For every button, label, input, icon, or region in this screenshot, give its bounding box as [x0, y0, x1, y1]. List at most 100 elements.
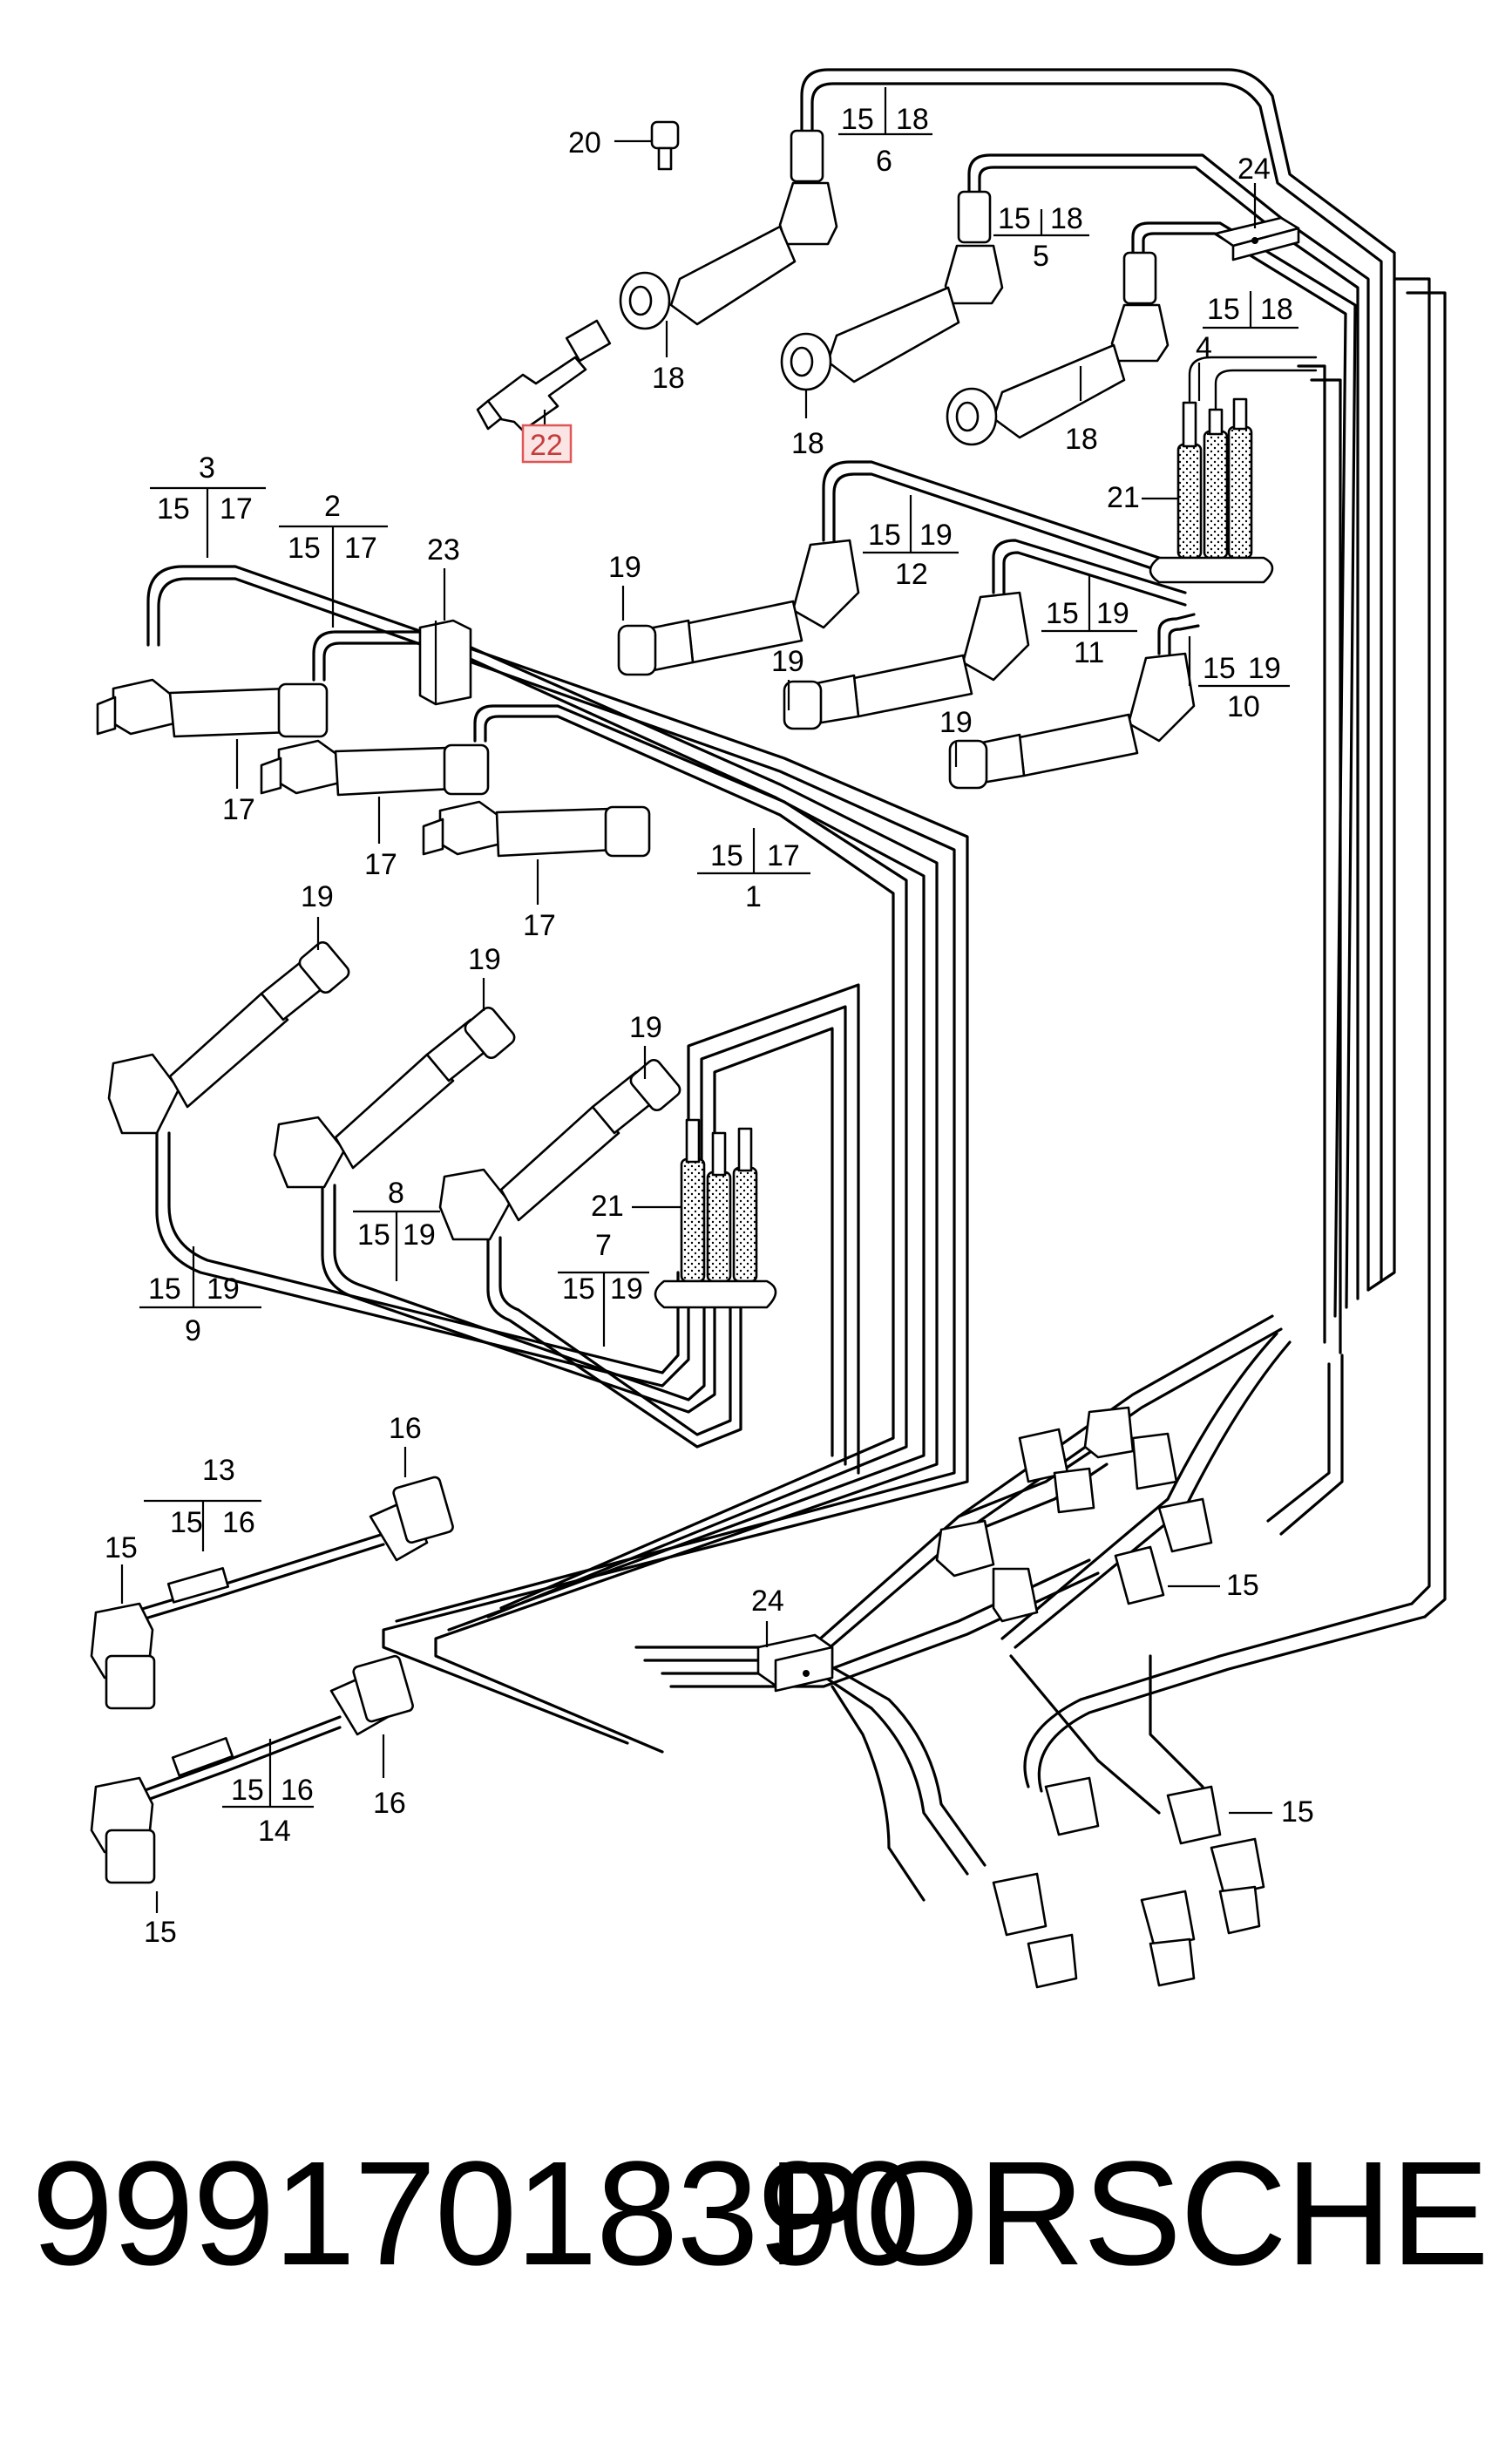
label-10: 10	[1227, 690, 1260, 723]
coil-boot-19-a	[617, 539, 860, 676]
coil-boot-18-a	[619, 129, 838, 330]
label-19: 19	[939, 706, 973, 739]
coil-boot-19-d	[107, 940, 350, 1135]
label-15: 15	[562, 1272, 595, 1306]
label-24: 24	[751, 1585, 784, 1618]
label-19: 19	[1096, 597, 1129, 630]
label-23: 23	[427, 533, 460, 567]
label-19: 19	[771, 645, 804, 678]
label-19: 19	[468, 943, 501, 976]
label-6: 6	[876, 145, 892, 178]
label-15: 15	[148, 1272, 181, 1306]
label-15: 15	[157, 492, 190, 526]
coil-boot-17-b	[260, 739, 490, 797]
label-19: 19	[403, 1218, 436, 1252]
label-17: 17	[767, 839, 800, 872]
label-18: 18	[652, 362, 685, 395]
label-15: 15	[841, 103, 874, 136]
label-15: 15	[710, 839, 743, 872]
label-19: 19	[629, 1011, 662, 1044]
label-15: 15	[231, 1774, 264, 1807]
coil-boot-18-b	[780, 190, 1004, 391]
wire-harness-top-right	[800, 68, 1447, 1618]
label-16: 16	[281, 1774, 314, 1807]
label-17: 17	[523, 909, 556, 942]
label-12: 12	[895, 558, 928, 591]
wire-13	[90, 1476, 454, 1710]
label-15: 15	[998, 202, 1031, 235]
label-7: 7	[595, 1229, 612, 1262]
brand-name: PORSCHE	[767, 2131, 1489, 2297]
label-17: 17	[222, 793, 255, 826]
label-1: 1	[745, 880, 762, 913]
plug-boots-15-bundle	[935, 1406, 1265, 1989]
spark-plug-22	[476, 319, 612, 432]
label-16: 16	[222, 1506, 255, 1539]
ignition-wiring-diagram: 15 18 6 15 18 5 24 15 18 4 20 22 18 18 1…	[90, 68, 1447, 1989]
coil-21-lower	[654, 1118, 777, 1309]
wire-14	[90, 1654, 414, 1884]
coil-boot-19-e	[273, 1006, 516, 1189]
label-19: 19	[919, 519, 953, 552]
wire-harness-top-left	[146, 565, 969, 1754]
label-18: 18	[1260, 293, 1293, 326]
label-17: 17	[364, 848, 397, 881]
label-22[interactable]: 22	[530, 429, 563, 462]
label-15: 15	[1207, 293, 1240, 326]
coil-boot-19-b	[783, 591, 1030, 730]
label-2: 2	[324, 490, 341, 523]
footer: 99917018390 PORSCHE	[0, 2127, 1512, 2301]
callout-22-highlight[interactable]: 22	[521, 424, 573, 464]
label-15: 15	[1226, 1569, 1259, 1602]
part-20-cap	[614, 120, 680, 171]
label-21: 21	[1107, 481, 1140, 514]
coil-boot-19-c	[948, 652, 1196, 790]
label-19: 19	[207, 1272, 240, 1306]
label-20: 20	[568, 126, 601, 159]
label-24: 24	[1237, 153, 1271, 186]
coil-boot-18-c	[946, 251, 1170, 446]
coil-21-upper	[1149, 356, 1318, 584]
bracket-23	[418, 619, 472, 706]
bracket-24-bottom	[756, 1633, 834, 1693]
label-3: 3	[199, 451, 215, 485]
label-15: 15	[288, 532, 321, 565]
label-15: 15	[144, 1916, 177, 1949]
label-19: 19	[301, 880, 334, 913]
label-15: 15	[1281, 1795, 1314, 1829]
label-8: 8	[388, 1177, 404, 1210]
label-16: 16	[373, 1787, 406, 1820]
coil-boot-19-f	[438, 1058, 681, 1241]
label-17: 17	[220, 492, 253, 526]
label-18: 18	[896, 103, 929, 136]
label-14: 14	[258, 1815, 291, 1848]
bracket-24-top	[1214, 216, 1300, 261]
part-number: 99917018390	[31, 2131, 920, 2297]
label-19: 19	[1248, 652, 1281, 685]
label-21: 21	[591, 1190, 624, 1223]
label-18: 18	[1065, 423, 1098, 456]
label-9: 9	[185, 1314, 201, 1347]
label-15: 15	[868, 519, 901, 552]
label-15: 15	[357, 1218, 390, 1252]
wire-harness-mid-right	[822, 460, 1200, 655]
callout-labels: 15 18 6 15 18 5 24 15 18 4 20 22 18 18 1…	[105, 103, 1314, 1949]
coil-boot-17-a	[96, 678, 329, 738]
label-4: 4	[1196, 331, 1212, 364]
label-17: 17	[344, 532, 377, 565]
label-15: 15	[1203, 652, 1236, 685]
label-15: 15	[1046, 597, 1079, 630]
label-16: 16	[389, 1412, 422, 1445]
label-19: 19	[608, 551, 641, 584]
leader-lines	[120, 87, 1298, 1913]
coil-boot-17-c	[422, 800, 651, 858]
label-15: 15	[105, 1531, 138, 1564]
label-18: 18	[1050, 202, 1083, 235]
label-13: 13	[202, 1454, 235, 1487]
label-15: 15	[170, 1506, 203, 1539]
label-11: 11	[1074, 636, 1104, 669]
label-18: 18	[791, 427, 824, 460]
label-19: 19	[610, 1272, 643, 1306]
label-5: 5	[1033, 240, 1049, 273]
